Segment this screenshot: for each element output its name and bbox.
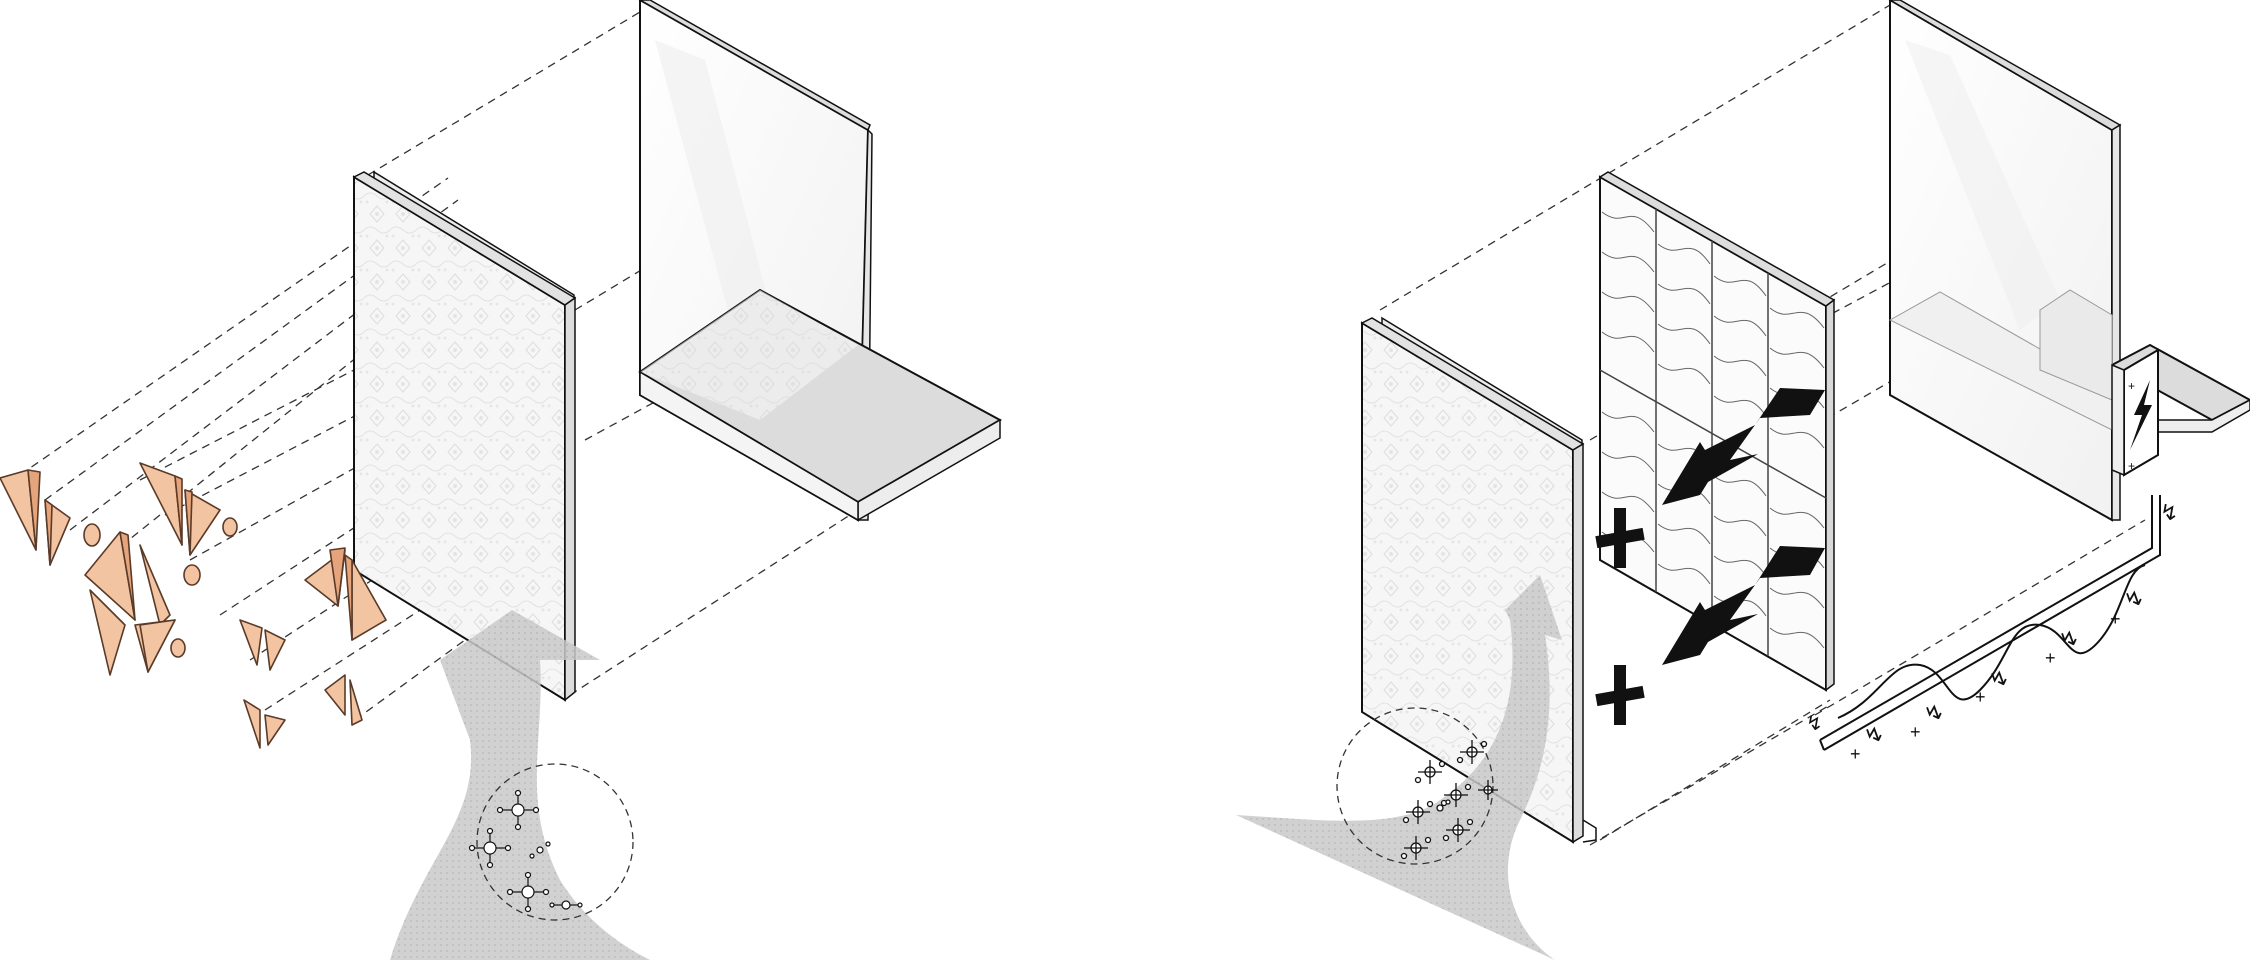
right-skin-panel [1362,318,1596,842]
svg-text:+: + [1910,722,1921,742]
svg-text:↯: ↯ [2055,623,2083,654]
right-back-wall [1890,0,2250,520]
left-panel [0,0,1000,960]
left-skin-panel [354,172,575,700]
svg-text:↯: ↯ [1860,719,1888,750]
conduit-loop: + ↯ + ↯ + ↯ + ↯ + ↯ ↯ ↯ [1806,495,2178,764]
left-back-wall [640,0,1000,520]
svg-text:↯: ↯ [2160,500,2178,525]
right-panel: + + + ↯ + ↯ + ↯ + ↯ + ↯ ↯ ↯ [1236,0,2250,960]
svg-text:+: + [2128,459,2135,473]
charge-minus-sign-icon: + ↯ + ↯ + ↯ + ↯ + ↯ ↯ ↯ [1806,500,2178,764]
svg-text:↯: ↯ [1920,697,1948,728]
svg-text:+: + [1850,744,1861,764]
electrical-box: + + [2112,350,2158,475]
left-airflow-arrow [390,610,650,960]
svg-text:+: + [2045,648,2056,668]
left-particle-fragments [0,463,386,748]
svg-text:↯: ↯ [1985,663,2013,694]
svg-text:+: + [2128,379,2135,393]
svg-text:↯: ↯ [1806,713,1823,735]
svg-text:+: + [2110,609,2121,629]
plus-sign-icon [1595,508,1644,725]
svg-text:+: + [1975,687,1986,707]
svg-text:↯: ↯ [2120,583,2148,614]
